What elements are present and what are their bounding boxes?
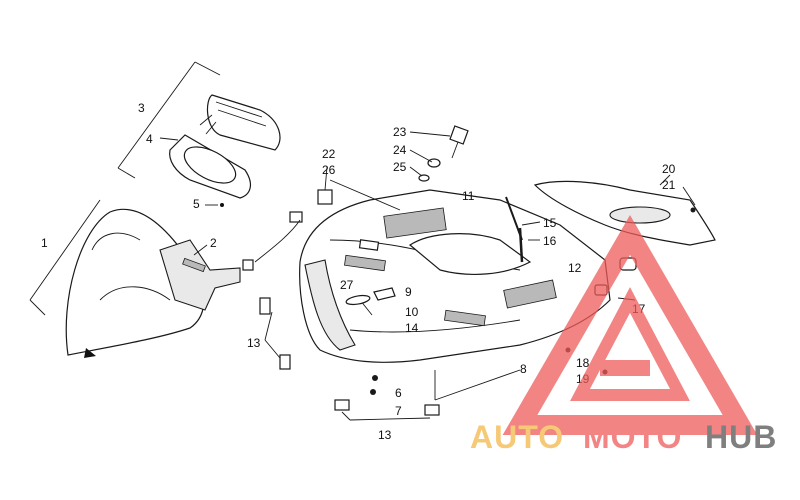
- watermark-part-moto: MOTO: [583, 419, 682, 455]
- callout-22: 22: [322, 147, 336, 161]
- clip-part: [259, 297, 440, 416]
- callout-27: 27: [340, 278, 354, 292]
- hood-part: [299, 189, 611, 363]
- callout-25: 25: [393, 160, 407, 174]
- callout-14: 14: [405, 321, 419, 335]
- callout-11: 11: [462, 189, 475, 203]
- callout-2: 2: [210, 236, 217, 250]
- callout-3: 3: [138, 101, 145, 115]
- callout-7: 7: [395, 404, 402, 418]
- callout-8: 8: [520, 362, 527, 376]
- callout-15: 15: [543, 216, 557, 230]
- callout-5: 5: [193, 197, 200, 211]
- callout-13-left: 13: [247, 336, 261, 350]
- arrow-marker: [84, 348, 96, 358]
- callout-9: 9: [405, 285, 412, 299]
- callout-18: 18: [576, 356, 590, 370]
- watermark-part-hub: HUB: [705, 419, 777, 455]
- callout-23: 23: [393, 125, 407, 139]
- watermark-logo: AUTO MOTO HUB: [470, 215, 777, 455]
- callout-1: 1: [41, 236, 48, 250]
- callout-10: 10: [405, 305, 419, 319]
- callout-4: 4: [146, 132, 153, 146]
- callout-26: 26: [322, 163, 336, 177]
- side-panel-part: [533, 180, 716, 246]
- bolt-part: [505, 196, 524, 263]
- bracket-part: [159, 239, 241, 311]
- triangle-logo-icon: [502, 215, 758, 435]
- callout-24: 24: [393, 143, 407, 157]
- callout-12: 12: [568, 261, 582, 275]
- callout-6: 6: [395, 386, 402, 400]
- callout-13-bottom: 13: [378, 428, 392, 442]
- key-switch-part: [418, 125, 469, 182]
- gasket-part: [345, 287, 396, 316]
- callout-21: 21: [662, 178, 676, 192]
- gauge-part: [199, 94, 281, 151]
- watermark-part-auto: AUTO: [470, 419, 564, 455]
- callout-20: 20: [662, 162, 676, 176]
- harness-part: [242, 189, 333, 271]
- gauge-bezel-part: [169, 134, 252, 199]
- callout-16: 16: [543, 234, 557, 248]
